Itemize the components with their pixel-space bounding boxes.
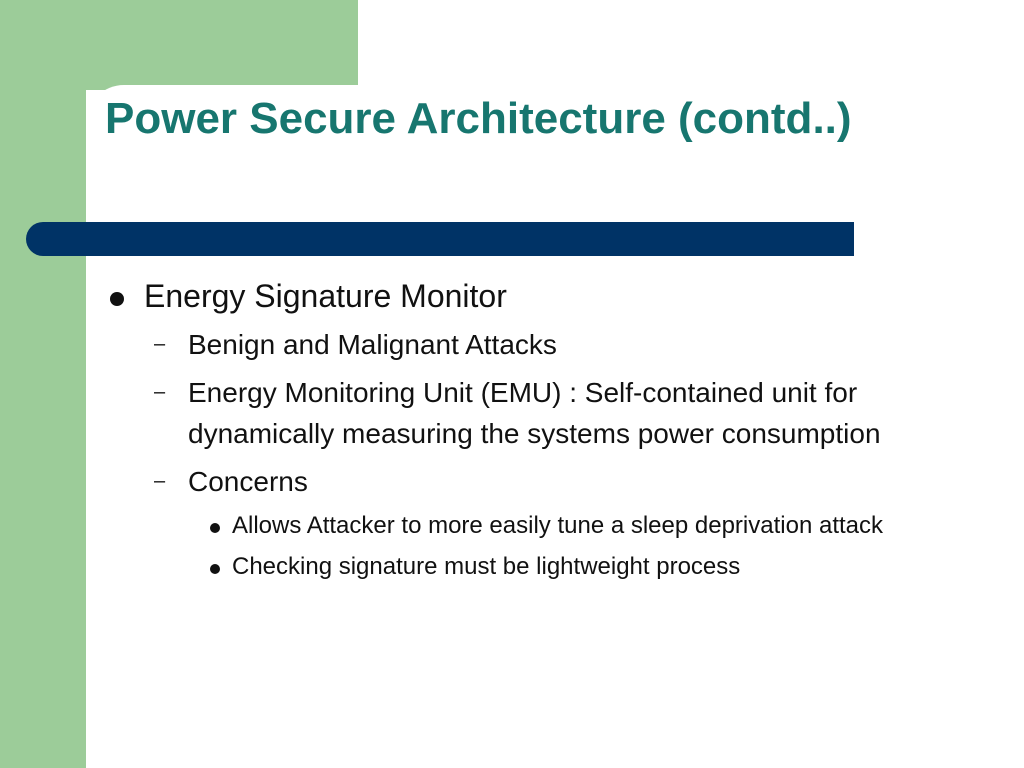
slide-title: Power Secure Architecture (contd..) bbox=[105, 94, 852, 143]
sub-bullet-concerns: – Concerns bbox=[100, 461, 960, 502]
dash-icon: – bbox=[154, 333, 166, 355]
sub-bullet-text: Benign and Malignant Attacks bbox=[188, 329, 557, 360]
bullet-energy-signature-monitor: Energy Signature Monitor bbox=[100, 272, 960, 320]
small-bullet-dot-icon bbox=[210, 523, 220, 533]
dash-icon: – bbox=[154, 470, 166, 492]
sub-bullet-text: Energy Monitoring Unit (EMU) : Self-cont… bbox=[188, 377, 881, 449]
concern-text: Checking signature must be lightweight p… bbox=[232, 553, 741, 580]
concern-item-tune-attack: Allows Attacker to more easily tune a sl… bbox=[100, 509, 960, 543]
small-bullet-dot-icon bbox=[210, 564, 220, 574]
concern-text: Allows Attacker to more easily tune a sl… bbox=[232, 512, 883, 539]
sub-bullet-text: Concerns bbox=[188, 466, 308, 497]
bullet-list: Energy Signature Monitor – Benign and Ma… bbox=[100, 272, 960, 591]
bullet-dot-icon bbox=[110, 292, 124, 306]
green-side-band bbox=[0, 0, 86, 768]
content-panel bbox=[86, 85, 1024, 768]
bullet-text: Energy Signature Monitor bbox=[144, 278, 507, 314]
title-underline-bar bbox=[26, 222, 854, 256]
sub-bullet-attacks: – Benign and Malignant Attacks bbox=[100, 324, 960, 365]
white-top-area bbox=[358, 0, 1024, 90]
concern-item-lightweight: Checking signature must be lightweight p… bbox=[100, 550, 960, 584]
dash-icon: – bbox=[154, 381, 166, 403]
sub-bullet-emu: – Energy Monitoring Unit (EMU) : Self-co… bbox=[100, 372, 960, 454]
